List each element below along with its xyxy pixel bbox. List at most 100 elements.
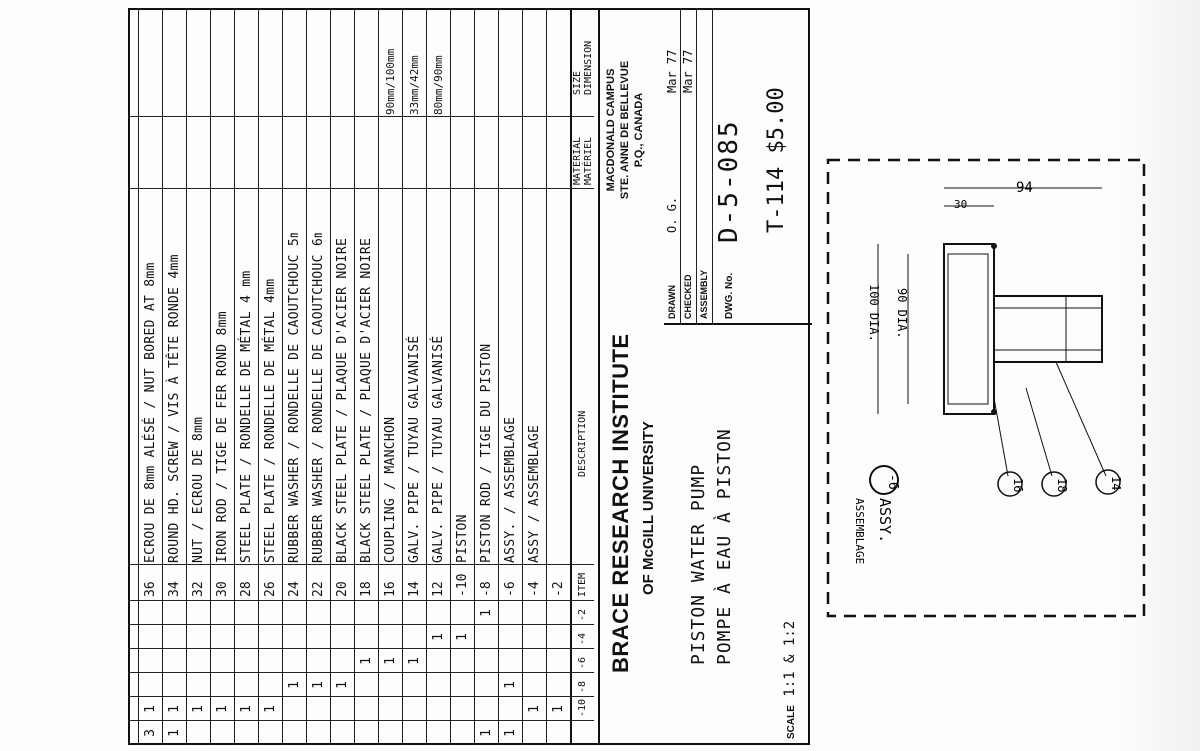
quantity-cell	[523, 601, 547, 625]
part-size	[211, 11, 235, 115]
quantity-cell: 1	[167, 705, 182, 713]
quantity-cell	[331, 649, 355, 673]
pipe-stub	[993, 295, 1103, 363]
leader-18	[1025, 387, 1053, 477]
part-description: RUBBER WASHER / RONDELLE DE CAOUTCHOUC 5…	[287, 233, 302, 563]
quantity-cell	[187, 721, 211, 745]
quantity-cell	[187, 625, 211, 649]
checked-row: CHECKED Mar 77	[680, 8, 697, 323]
quantity-cell	[451, 721, 475, 745]
quantity-cell	[355, 673, 379, 697]
dwg-number: D-5-085	[714, 119, 744, 243]
grid-line	[128, 564, 594, 565]
campus-line: MACDONALD CAMPUS	[605, 68, 617, 192]
part-description: ECROU DE 8mm ALÉSÉ / NUT BORED AT 8mm	[143, 262, 158, 563]
item-number: 24	[287, 581, 302, 597]
quantity-cell: 1	[455, 633, 470, 641]
quantity-cell	[283, 649, 307, 673]
quantity-cell	[163, 673, 187, 697]
quantity-cell	[259, 673, 283, 697]
checked-date: Mar 77	[681, 49, 695, 93]
item-number: 16	[383, 581, 398, 597]
t-number: T-114 $5.00	[764, 87, 789, 233]
quantity-cell	[307, 601, 331, 625]
part-description: BLACK STEEL PLATE / PLAQUE D'ACIER NOIRE…	[335, 233, 350, 563]
quantity-cell	[139, 625, 163, 649]
institute-name: BRACE RESEARCH INSTITUTE	[608, 333, 633, 673]
grid-line	[128, 672, 594, 673]
quantity-cell: 1	[383, 657, 398, 665]
item-number: -10	[455, 573, 470, 597]
quantity-cell	[235, 601, 259, 625]
item-number: 32	[191, 581, 206, 597]
quantity-cell	[163, 625, 187, 649]
item-number: -4	[527, 581, 542, 597]
quantity-cell	[451, 673, 475, 697]
part-size	[355, 11, 379, 115]
drawing-title-en: PISTON WATER PUMP	[688, 463, 709, 665]
item-number: 22	[311, 581, 326, 597]
quantity-cell	[211, 625, 235, 649]
scale-value: 1:1 & 1:2	[782, 620, 798, 697]
quantity-column-header: -4	[577, 632, 588, 645]
campus-line: P.Q., CANADA	[633, 92, 645, 168]
quantity-cell	[427, 673, 451, 697]
part-size: 33mm/42mm	[408, 55, 421, 115]
parts-row: 1-2	[546, 8, 570, 745]
part-description: BLACK STEEL PLATE / PLAQUE D'ACIER NOIRE…	[359, 233, 374, 563]
quantity-cell	[187, 649, 211, 673]
part-size	[235, 11, 259, 115]
quantity-cell	[235, 673, 259, 697]
quantity-cell	[475, 649, 499, 673]
quantity-cell	[403, 625, 427, 649]
item-number: 20	[335, 581, 350, 597]
balloon-18-text: 18	[1055, 478, 1069, 492]
quantity-cell: 1	[479, 609, 494, 617]
leader-14	[1055, 361, 1107, 477]
quantity-cell	[403, 673, 427, 697]
detail-callout-text: -6	[885, 474, 900, 490]
quantity-cell	[451, 649, 475, 673]
weld-dot	[991, 243, 997, 249]
quantity-cell	[355, 721, 379, 745]
quantity-cell	[427, 697, 451, 721]
quantity-cell	[547, 673, 571, 697]
assembly-detail-drawing: 94 30 90 DIA. 100 DIA. 14 18 16 -6 ASSY.…	[826, 158, 1146, 618]
quantity-cell	[139, 601, 163, 625]
grid-line	[128, 696, 594, 697]
quantity-cell: 1	[527, 705, 542, 713]
quantity-cell	[163, 601, 187, 625]
detail-callout	[869, 465, 899, 495]
quantity-cell	[403, 601, 427, 625]
quantity-cell	[283, 721, 307, 745]
quantity-cell: 1	[551, 705, 566, 713]
dwg-label: DWG. No.	[724, 272, 735, 319]
part-size	[451, 11, 475, 115]
grid-line	[128, 648, 594, 649]
assembly-row: ASSEMBLY	[696, 8, 713, 323]
part-size	[187, 11, 211, 115]
quantity-cell	[379, 697, 403, 721]
quantity-cell: 1	[239, 705, 254, 713]
quantity-cell: 1	[191, 705, 206, 713]
part-size	[547, 11, 571, 115]
header-item: ITEM	[577, 572, 588, 597]
part-size: 90mm/100mm	[384, 48, 397, 115]
quantity-cell: 1	[479, 729, 494, 737]
part-description: GALV. PIPE / TUYAU GALVANISÉ	[431, 335, 446, 563]
quantity-column-header: -2	[577, 608, 588, 621]
item-number: 14	[407, 581, 422, 597]
balloon-16	[997, 471, 1023, 497]
part-size	[475, 11, 499, 115]
approval-box: DRAWN O. G. Mar 77 CHECKED Mar 77 ASSEMB…	[664, 8, 812, 325]
item-number: -6	[503, 581, 518, 597]
